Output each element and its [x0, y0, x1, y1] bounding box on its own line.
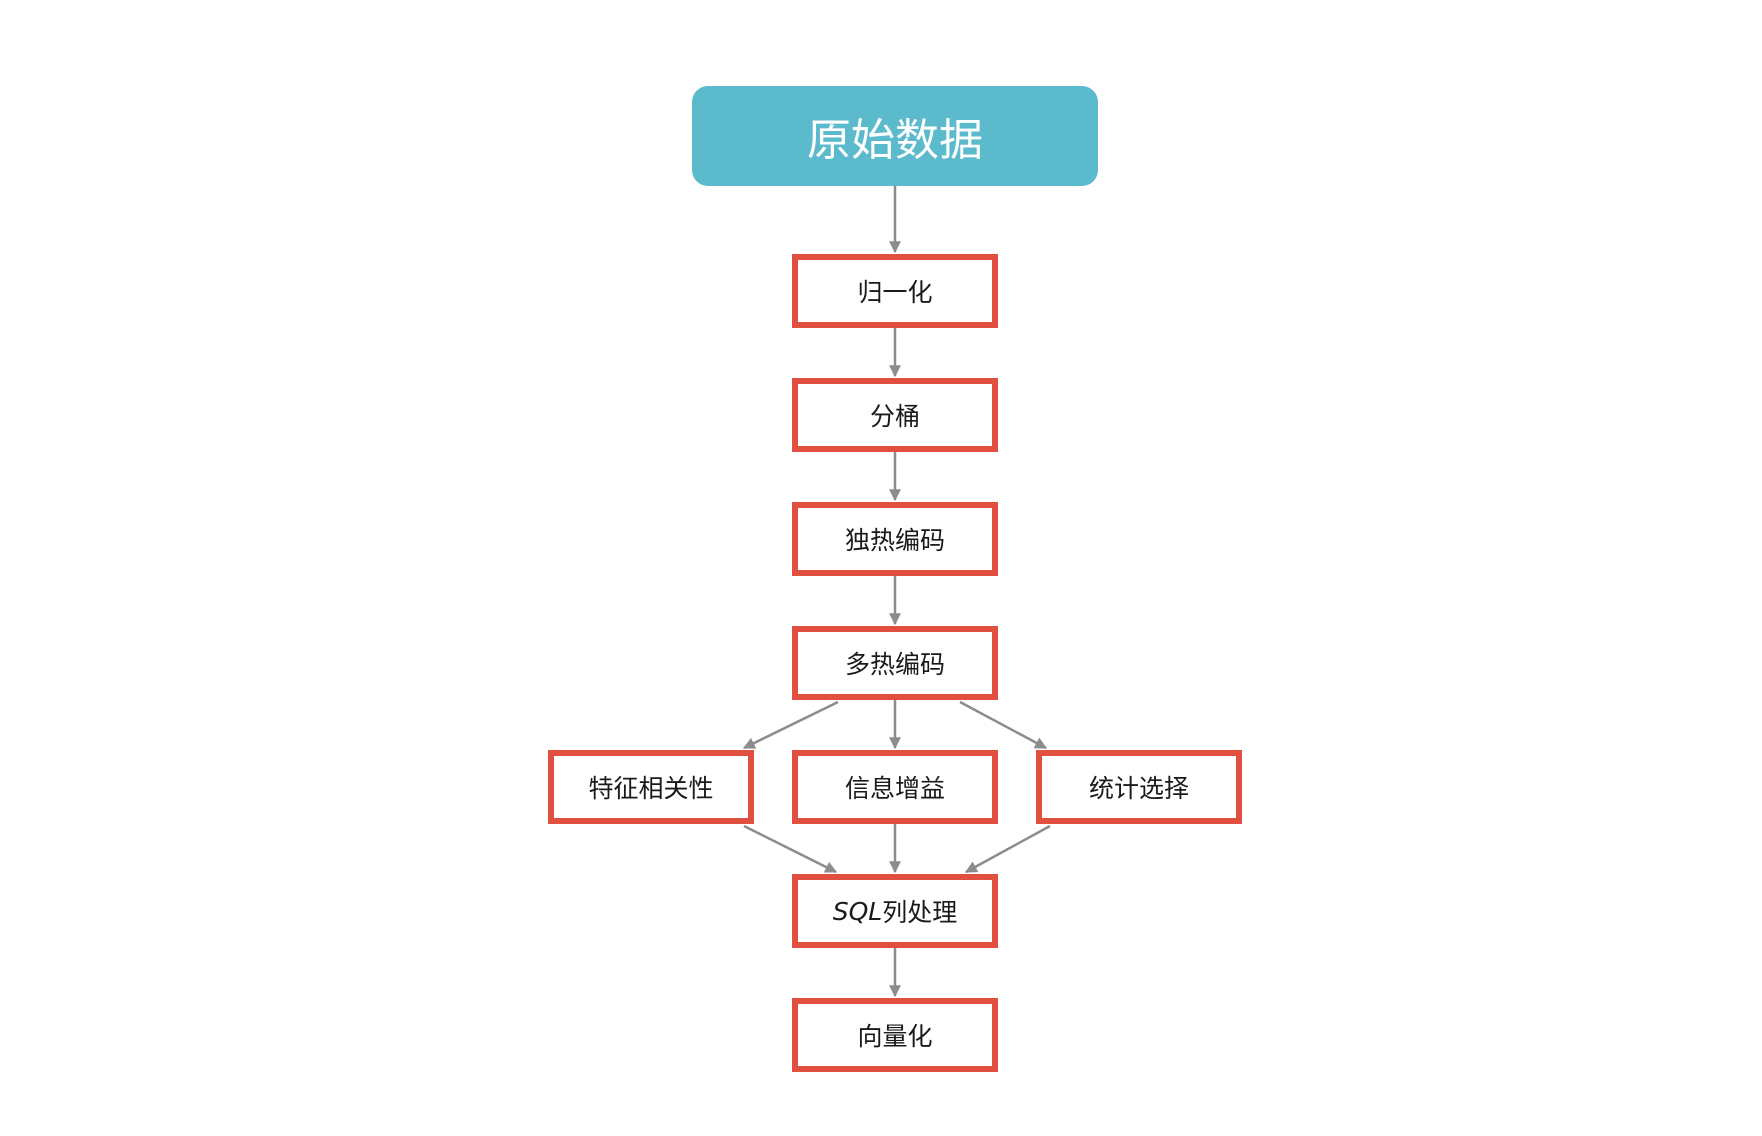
vectorize-node: 向量化: [792, 998, 998, 1072]
normalize-node: 归一化: [792, 254, 998, 328]
statistical-selection-node: 统计选择: [1036, 750, 1242, 824]
arrow-feature-correlation-to-sql: [743, 824, 838, 874]
information-gain-node: 信息增益: [792, 750, 998, 824]
column-processing-label: 列处理: [882, 898, 958, 927]
one-hot-encoding-node: 独热编码: [792, 502, 998, 576]
sql-label: SQL: [832, 896, 883, 926]
feature-correlation-node: 特征相关性: [548, 750, 754, 824]
arrow-multi-hot-to-feature-correlation: [742, 700, 839, 750]
raw-data-node: 原始数据: [692, 86, 1098, 186]
multi-hot-encoding-node: 多热编码: [792, 626, 998, 700]
bucketize-node: 分桶: [792, 378, 998, 452]
arrow-multi-hot-to-stat-select: [959, 700, 1048, 750]
arrow-stat-select-to-sql: [964, 824, 1051, 874]
